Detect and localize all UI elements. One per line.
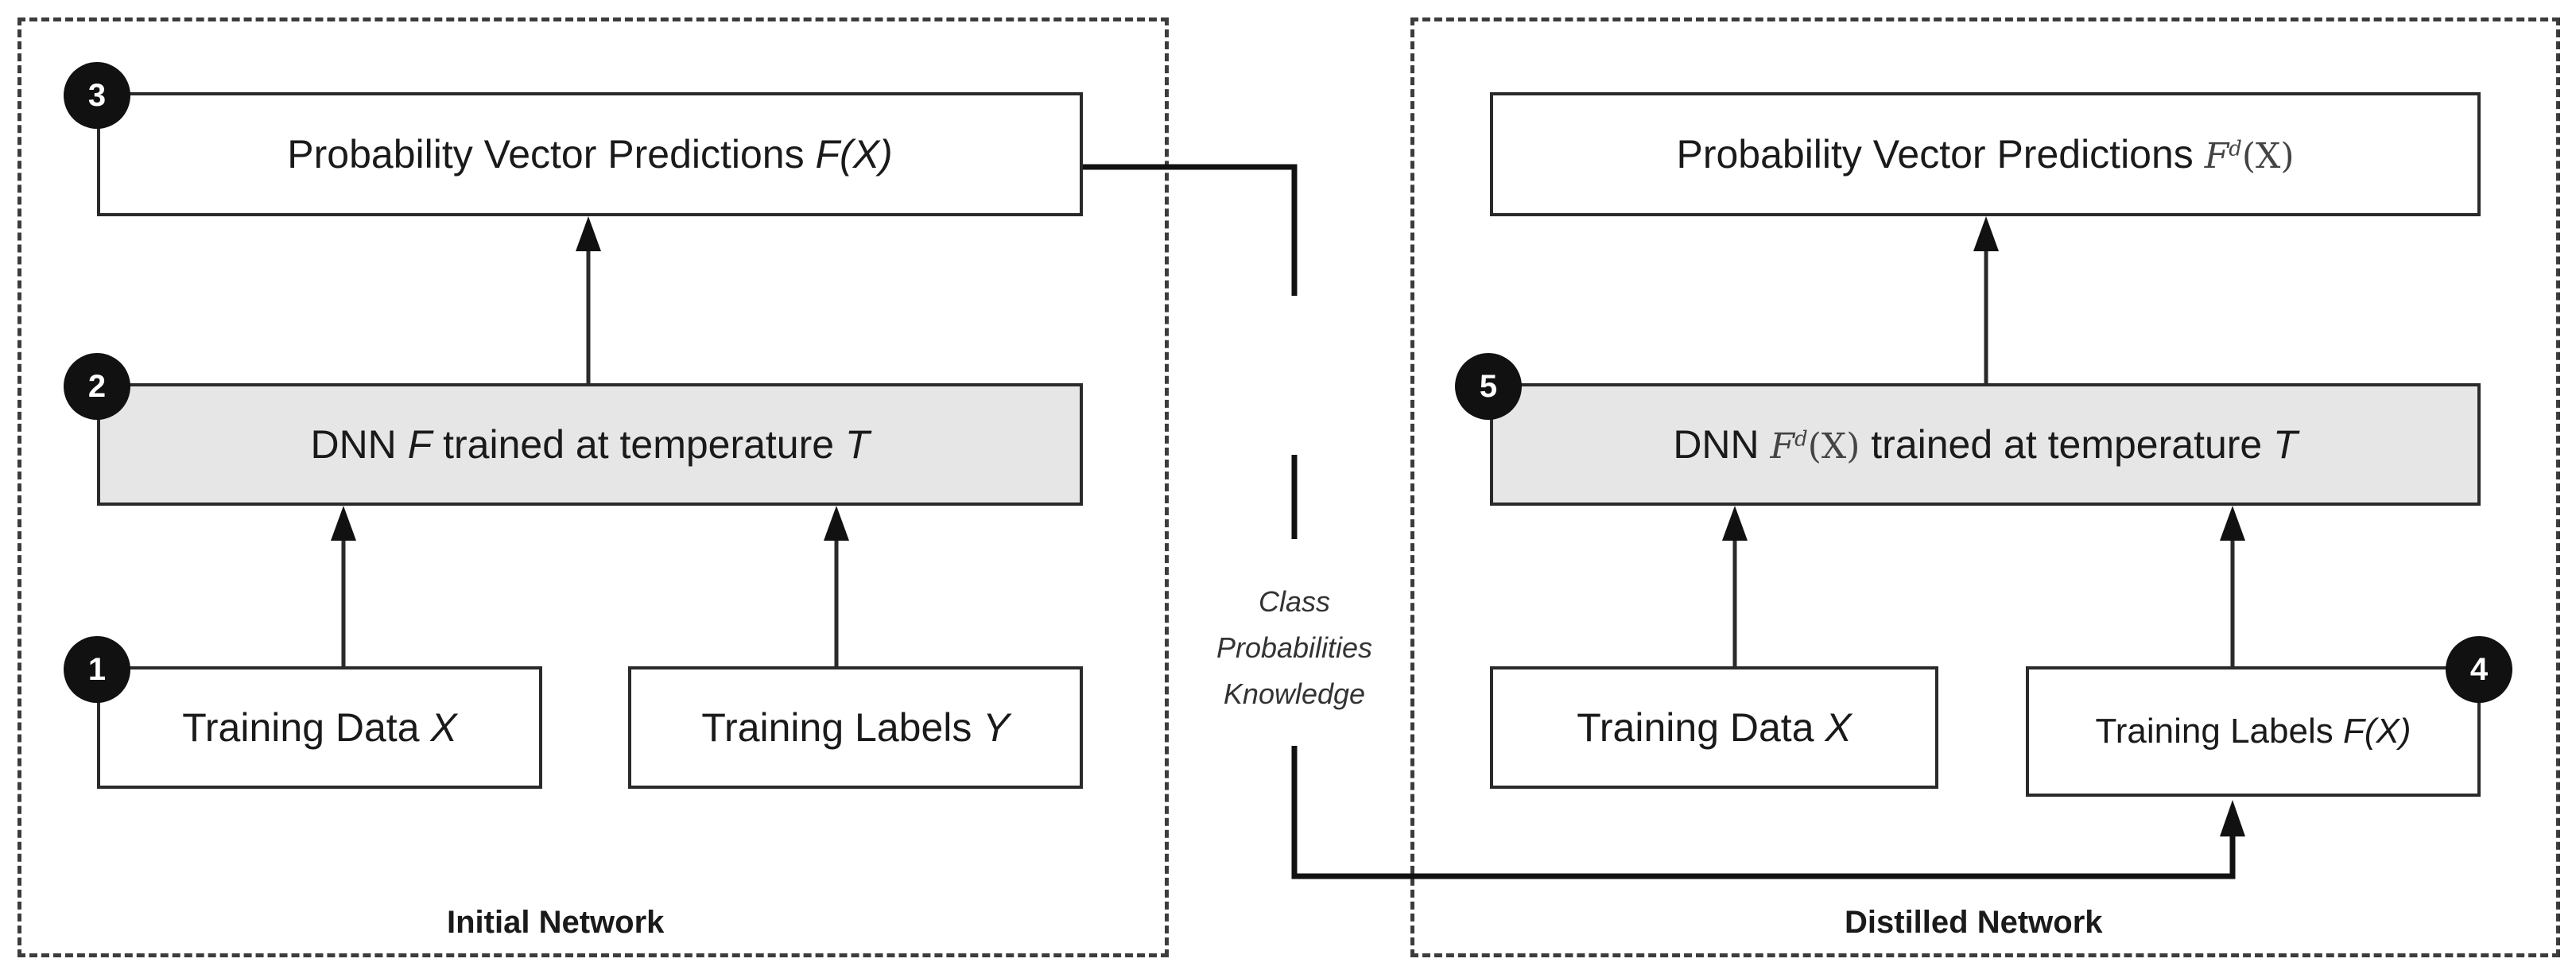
initial-predictions-math: F(X) [815,132,893,177]
arrowhead-data-initial [331,506,356,541]
distilled-training-labels-math: F(X) [2342,712,2411,751]
initial-dnn-text-b: trained at temperature [432,422,845,467]
step-badge-4: 4 [2446,636,2512,703]
arrowhead-predictions-initial [576,216,601,251]
distilled-training-data-text: Training Data [1577,705,1825,750]
initial-dnn-text-a: DNN [310,422,408,467]
distilled-predictions-text: Probability Vector Predictions [1676,132,2205,177]
initial-training-labels-box: Training Labels Y [628,666,1083,789]
distilled-training-data-math: X [1825,705,1852,750]
initial-training-labels-math: Y [983,705,1010,750]
knowledge-label-line-2: Probabilities [1216,631,1373,664]
distilled-network-panel [1410,17,2560,957]
arrowhead-predictions-distilled [1973,216,1999,251]
distilled-dnn-text-b: trained at temperature [1860,422,2274,467]
distilled-training-labels-text: Training Labels [2095,712,2343,751]
arrowhead-to-training-labels [2220,800,2245,836]
knowledge-label: Class Probabilities Knowledge [1202,579,1387,717]
initial-network-panel [17,17,1169,957]
step-badge-2: 2 [64,353,130,420]
knowledge-label-line-3: Knowledge [1223,677,1366,710]
distilled-predictions-box: Probability Vector Predictions Fd(X) [1490,92,2481,216]
initial-network-title: Initial Network [447,905,665,940]
initial-dnn-math-t: T [844,422,870,467]
distilled-dnn-text-a: DNN [1673,422,1771,467]
initial-training-data-text: Training Data [182,705,431,750]
knowledge-label-line-1: Class [1258,585,1331,618]
initial-training-data-box: Training Data X [97,666,542,789]
distilled-training-labels-box: Training Labels F(X) [2026,666,2481,797]
step-badge-1: 1 [64,636,130,703]
distilled-network-title: Distilled Network [1845,905,2103,940]
initial-dnn-box: DNN F trained at temperature T [97,383,1083,506]
distilled-dnn-math: Fd(X) [1770,426,1860,467]
initial-predictions-text: Probability Vector Predictions [287,132,816,177]
initial-training-labels-text: Training Labels [701,705,983,750]
distilled-dnn-box: DNN Fd(X) trained at temperature T [1490,383,2481,506]
step-badge-5: 5 [1455,353,1522,420]
arrowhead-data-distilled [1722,506,1748,541]
initial-training-data-math: X [430,705,457,750]
distilled-training-data-box: Training Data X [1490,666,1938,789]
arrowhead-labels-initial [824,506,849,541]
initial-predictions-box: Probability Vector Predictions F(X) [97,92,1083,216]
distilled-dnn-math-t: T [2273,422,2298,467]
distilled-predictions-math: Fd(X) [2204,136,2295,177]
arrowhead-labels-distilled [2220,506,2245,541]
knowledge-transfer-line [1080,164,2236,879]
step-badge-3: 3 [64,62,130,129]
initial-dnn-math-f: F [407,422,433,467]
